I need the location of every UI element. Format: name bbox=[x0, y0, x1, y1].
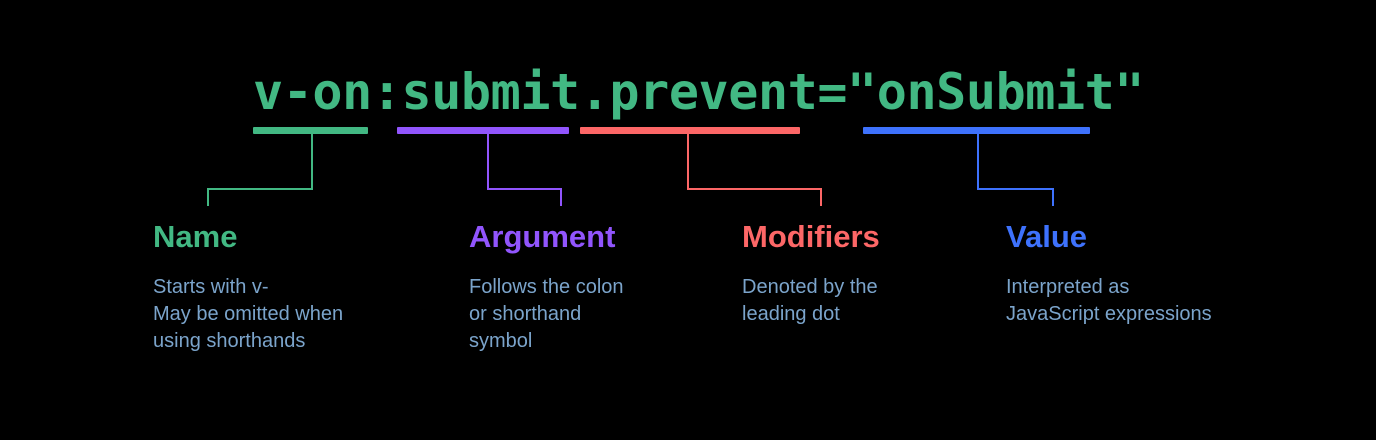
connector-drop-value bbox=[1052, 188, 1054, 206]
directive-code-string: v-on:submit.prevent="onSubmit" bbox=[253, 63, 1145, 121]
underline-bar-modifiers bbox=[580, 127, 800, 134]
connector-drop-name bbox=[207, 188, 209, 206]
connector-run-name bbox=[207, 188, 313, 190]
connector-drop-modifiers bbox=[820, 188, 822, 206]
connector-run-modifiers bbox=[687, 188, 822, 190]
legend-description-argument: Follows the colon or shorthand symbol bbox=[469, 276, 624, 352]
legend-title-modifiers: Modifiers bbox=[742, 219, 880, 254]
connector-run-argument bbox=[487, 188, 562, 190]
legend-description-name: Starts with v- May be omitted when using… bbox=[153, 276, 344, 352]
underline-bar-name bbox=[253, 127, 368, 134]
legend-title-name: Name bbox=[153, 219, 238, 254]
connector-stem-argument bbox=[487, 134, 489, 188]
legend-description-value: Interpreted as JavaScript expressions bbox=[1006, 276, 1212, 325]
connector-stem-modifiers bbox=[687, 134, 689, 188]
legend-title-argument: Argument bbox=[469, 219, 616, 254]
legend-title-value: Value bbox=[1006, 219, 1087, 254]
underline-bar-value bbox=[863, 127, 1090, 134]
connector-stem-name bbox=[311, 134, 313, 188]
underline-bar-argument bbox=[397, 127, 569, 134]
legend-description-modifiers: Denoted by the leading dot bbox=[742, 276, 878, 325]
connector-run-value bbox=[977, 188, 1054, 190]
connector-drop-argument bbox=[560, 188, 562, 206]
connector-stem-value bbox=[977, 134, 979, 188]
